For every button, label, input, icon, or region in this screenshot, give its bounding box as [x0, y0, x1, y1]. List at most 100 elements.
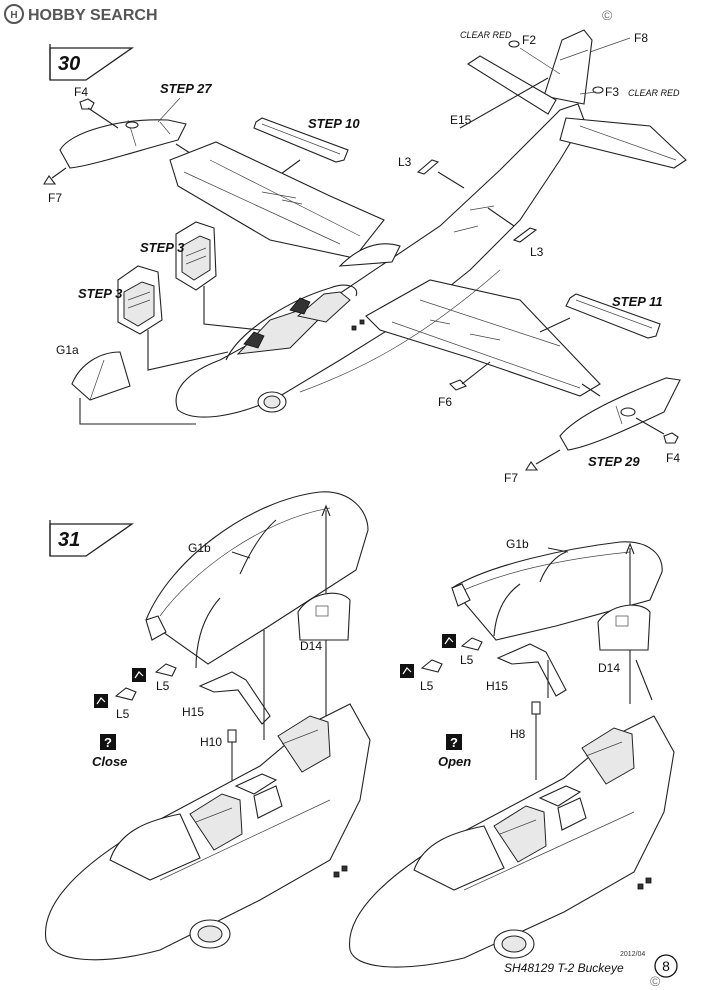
label-f7-top: F7 [48, 191, 62, 205]
l5-handle-upper-right [460, 637, 483, 651]
drop-tank-right [559, 377, 681, 451]
drop-tank-left [59, 119, 187, 169]
step-30-number: 30 [58, 53, 80, 75]
ejection-seat-rear [175, 221, 217, 291]
leader-d14-right [635, 659, 653, 701]
label-f6: F6 [438, 395, 452, 409]
leader-g1b-right [547, 547, 569, 553]
f3-light-part [592, 86, 604, 94]
mirror-icon-upper-left [132, 668, 146, 682]
l3-panel-top [416, 159, 440, 175]
ref-step-11: STEP 11 [612, 294, 663, 309]
f7-tip-bottom [525, 449, 561, 471]
f2-light-part [508, 40, 520, 48]
label-h15-left: H15 [182, 705, 204, 719]
step-31-number: 31 [58, 529, 80, 551]
label-clear-red-f2: CLEAR RED [460, 30, 512, 40]
copyright-mark-bottom: © [650, 973, 661, 989]
leader-f8 [589, 37, 631, 53]
label-h10-left: H10 [200, 735, 222, 749]
leader-g1a [79, 398, 196, 425]
cockpit-closed-view [45, 703, 371, 961]
label-f2: F2 [522, 33, 536, 47]
label-l5-right-b: L5 [420, 679, 434, 693]
f7-tip-top [43, 167, 67, 185]
page-number-badge: 8 [654, 954, 678, 978]
aircraft-main-view [169, 29, 687, 418]
label-h15-right: H15 [486, 679, 508, 693]
footer-product: SH48129 T-2 Buckeye [504, 961, 624, 975]
leader-f2 [519, 47, 561, 75]
label-f4-top: F4 [74, 85, 88, 99]
e15-antenna [459, 77, 549, 129]
h15-frame-left [198, 671, 271, 725]
label-open: Open [438, 754, 471, 769]
cockpit-open-view [349, 715, 675, 968]
label-h8-right: H8 [510, 727, 526, 741]
label-f7-bottom: F7 [504, 471, 518, 485]
leader-g1b-left [231, 551, 251, 559]
l5-handle-lower-right [420, 659, 443, 673]
step-30-badge: 30 [49, 44, 135, 81]
ejection-seat-front [117, 265, 163, 335]
leader-tank-right [581, 383, 601, 397]
mirror-icon-lower-right [400, 664, 414, 678]
label-l3-bottom: L3 [530, 245, 544, 259]
ref-step-3-upper: STEP 3 [140, 240, 185, 255]
label-g1a: G1a [56, 343, 79, 357]
label-l5-left-a: L5 [156, 679, 170, 693]
label-d14-left: D14 [300, 639, 322, 653]
canopy-g1b-closed [145, 491, 369, 669]
copyright-mark: © [602, 7, 613, 23]
watermark-logo-text: HOBBY SEARCH [28, 7, 158, 24]
canopy-g1b-open [451, 541, 663, 641]
mirror-icon-upper-right [442, 634, 456, 648]
ref-step-29: STEP 29 [588, 454, 640, 469]
flap-part-step-10 [253, 117, 349, 163]
page-number: 8 [662, 958, 670, 974]
arrow-up-right [625, 542, 635, 555]
h8-strut-right [531, 701, 541, 780]
leader-step-11 [539, 317, 571, 333]
leader-step-27 [157, 97, 181, 123]
svg-text:?: ? [450, 735, 458, 750]
l5-handle-lower-left [114, 687, 137, 701]
g1a-windscreen [71, 351, 131, 401]
svg-text:H: H [10, 10, 17, 21]
label-f4-bottom: F4 [666, 451, 680, 465]
label-f8: F8 [634, 31, 648, 45]
flap-part-step-11 [565, 293, 661, 339]
mirror-icon-lower-left [94, 694, 108, 708]
label-d14-right: D14 [598, 661, 620, 675]
hobby-search-logo: H HOBBY SEARCH [4, 4, 158, 24]
d14-bulkhead-right [597, 604, 651, 651]
leader-seat-rear [203, 286, 261, 331]
f4-nose-cap-top [79, 98, 119, 129]
l3-panel-bottom [512, 227, 538, 243]
leader-f6 [461, 361, 491, 385]
label-g1b-left: G1b [188, 541, 211, 555]
leader-seat-front [147, 330, 229, 371]
footer-date: 2012/04 [620, 951, 645, 958]
ref-step-10: STEP 10 [308, 116, 360, 131]
ref-step-3-lower: STEP 3 [78, 286, 123, 301]
svg-text:?: ? [104, 735, 112, 750]
f6-part [449, 379, 467, 391]
label-f3: F3 [605, 85, 619, 99]
label-l5-left-b: L5 [116, 707, 130, 721]
leader-l3-bottom [487, 207, 515, 227]
arrow-up-left [321, 504, 331, 517]
step-31-badge: 31 [49, 520, 135, 557]
f4-nose-cap-bottom [635, 417, 679, 444]
leader-f3 [579, 91, 597, 95]
ref-step-27: STEP 27 [160, 81, 212, 96]
question-icon-left: ? [100, 734, 116, 750]
d14-bulkhead-left [297, 592, 351, 641]
question-icon-right: ? [446, 734, 462, 750]
label-close: Close [92, 754, 127, 769]
label-l3-top: L3 [398, 155, 412, 169]
label-l5-right-a: L5 [460, 653, 474, 667]
l5-handle-upper-left [154, 663, 177, 677]
